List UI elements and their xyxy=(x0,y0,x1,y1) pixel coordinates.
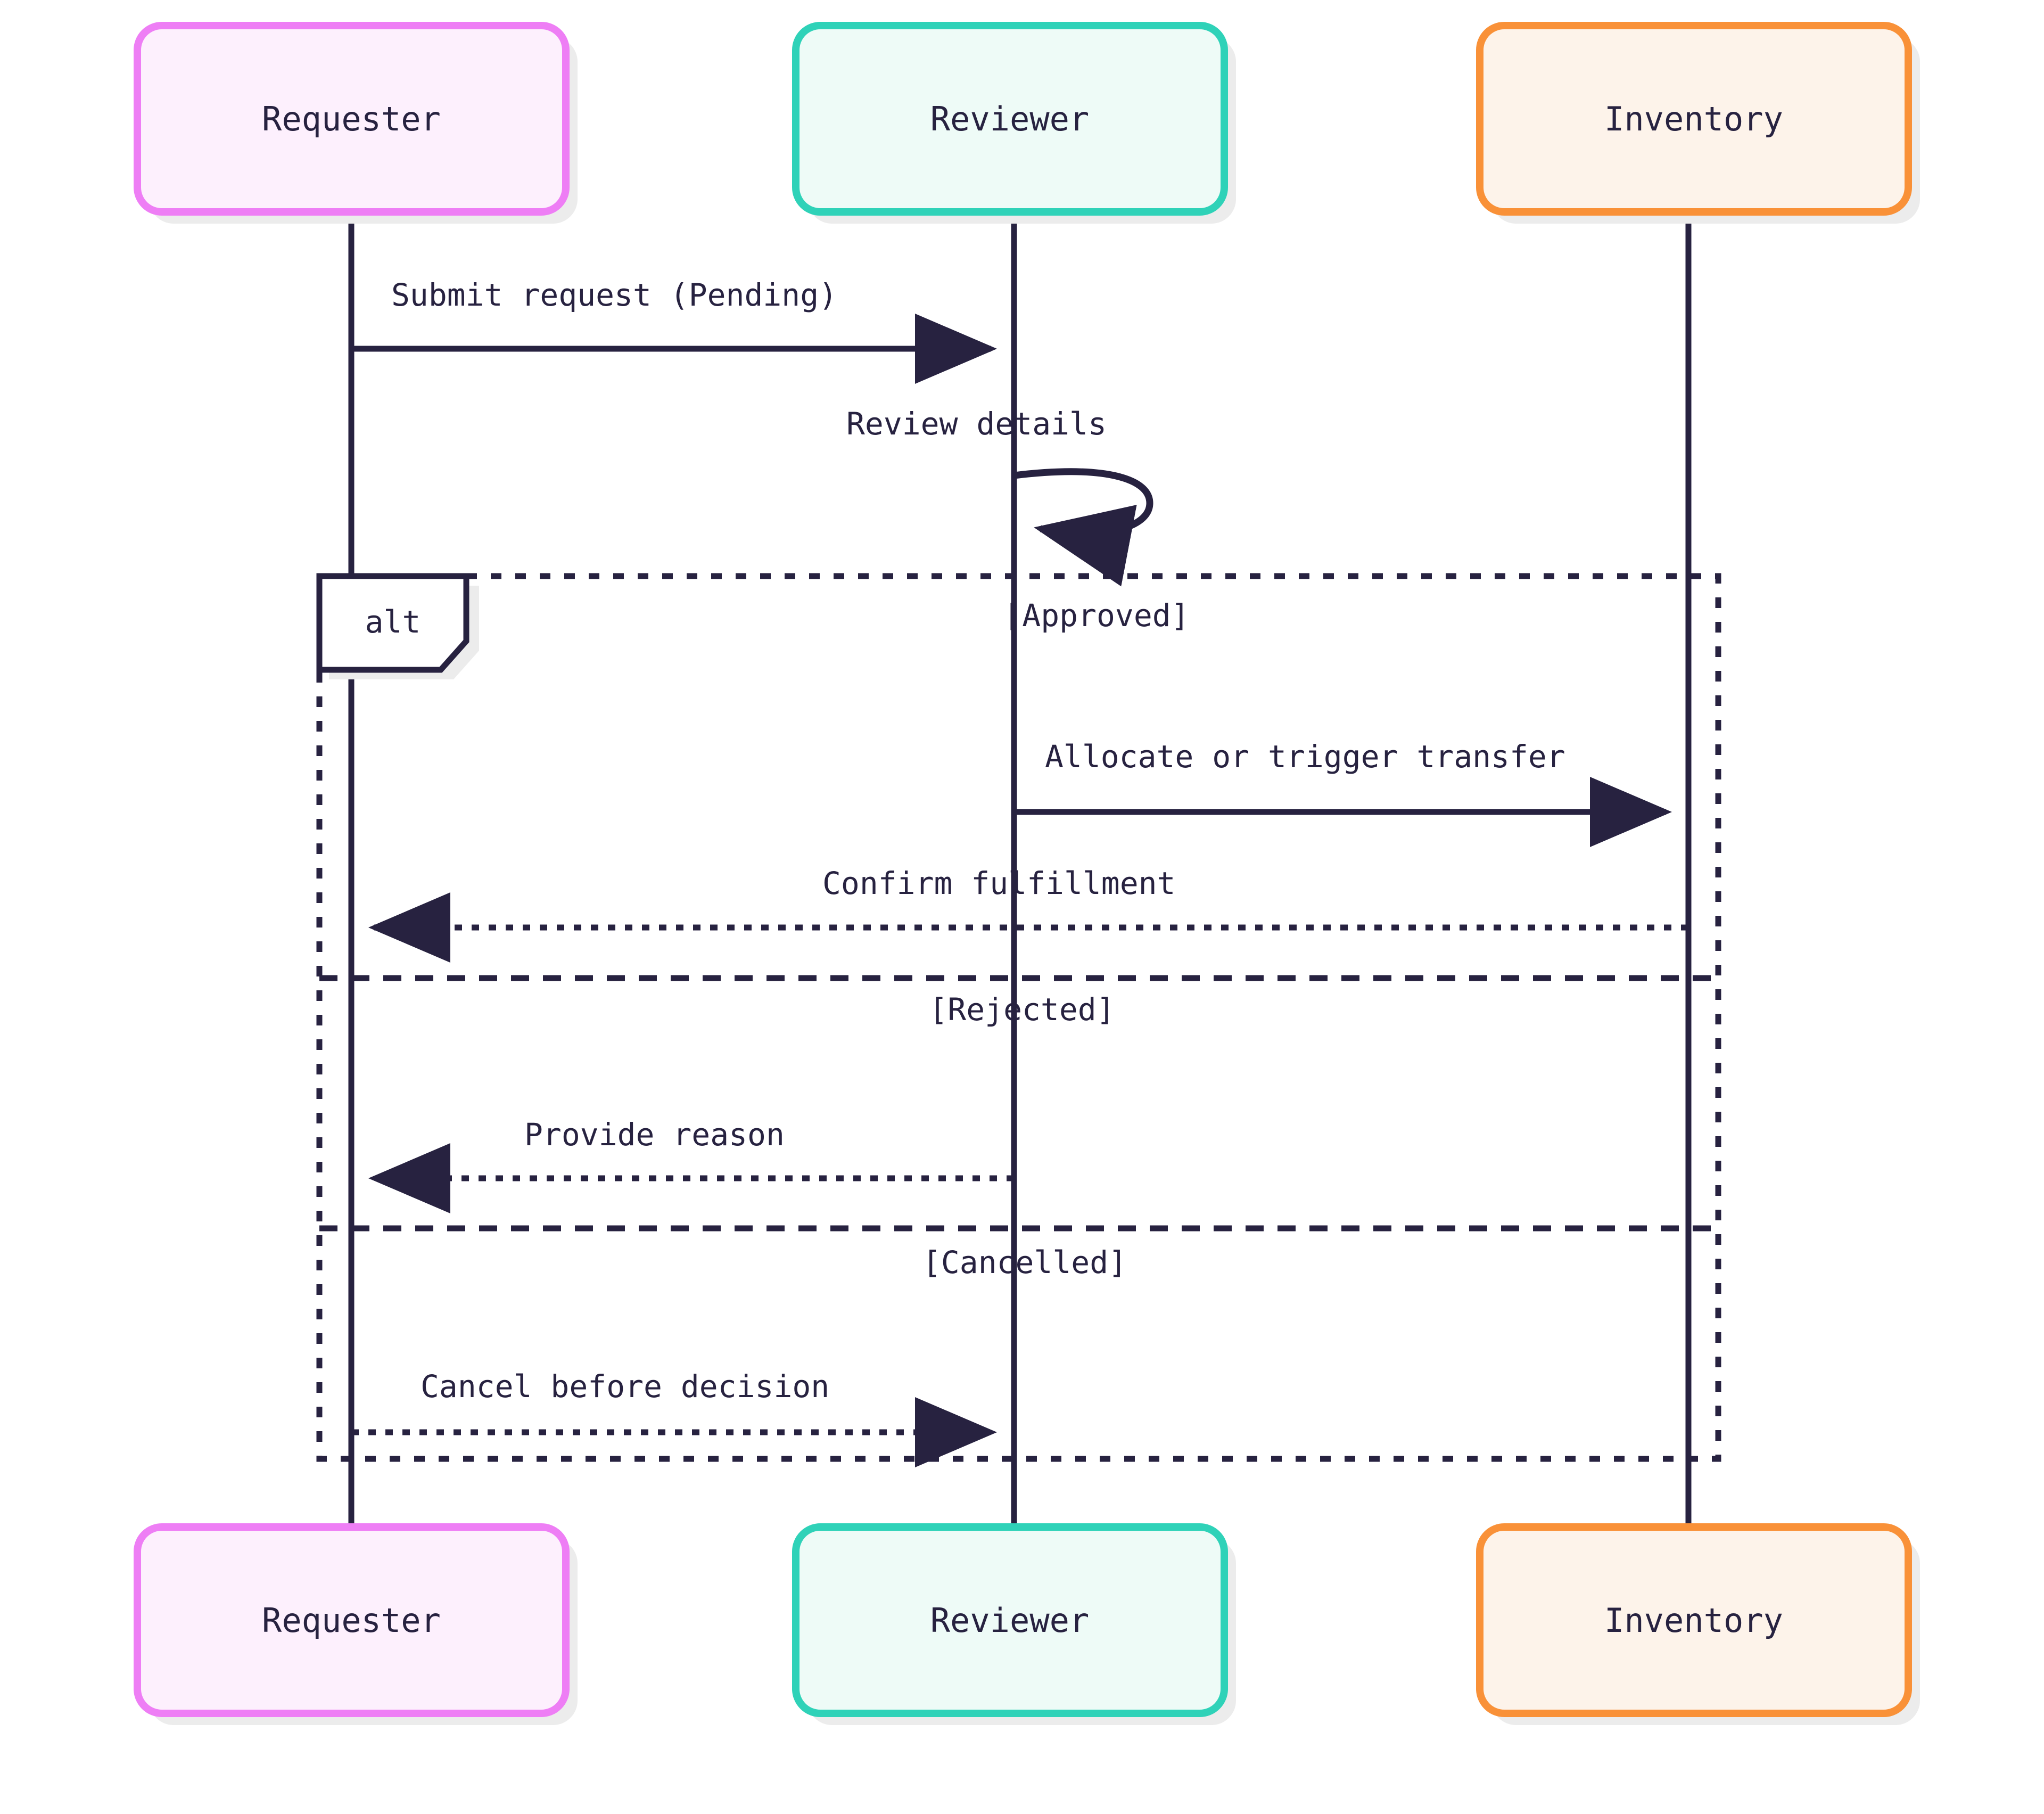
actor-box-inventory-bottom[interactable]: Inventory xyxy=(1476,1523,1920,1725)
messages: Submit request (Pending) Review details … xyxy=(351,277,1688,1467)
message-label: Submit request (Pending) xyxy=(391,277,837,313)
message-review-details: Review details xyxy=(846,406,1153,587)
message-provide-reason: Provide reason xyxy=(368,1117,1014,1213)
alt-condition-cancelled: [Cancelled] xyxy=(922,1244,1127,1281)
actor-box-requester-bottom[interactable]: Requester xyxy=(134,1523,578,1725)
actor-box-reviewer-bottom[interactable]: Reviewer xyxy=(792,1523,1236,1725)
alt-condition-approved: [Approved] xyxy=(1003,597,1189,634)
actor-box-rect xyxy=(1476,1523,1912,1717)
actor-label: Requester xyxy=(262,100,441,138)
actor-box-rect xyxy=(792,22,1228,216)
message-submit-request: Submit request (Pending) xyxy=(351,277,997,384)
actor-label: Reviewer xyxy=(930,1601,1090,1640)
message-allocate-transfer: Allocate or trigger transfer xyxy=(1014,738,1672,847)
alt-fragment: alt [Approved] [Rejected] [Cancelled] xyxy=(316,573,1721,1462)
alt-fragment-frame xyxy=(316,573,1721,1462)
message-label: Allocate or trigger transfer xyxy=(1045,738,1565,775)
actor-box-rect xyxy=(134,22,570,216)
actor-box-rect xyxy=(134,1523,570,1717)
lifelines xyxy=(348,212,1692,1529)
alt-condition-rejected: [Rejected] xyxy=(929,991,1115,1028)
actor-box-rect xyxy=(792,1523,1228,1717)
actor-label: Reviewer xyxy=(930,100,1090,138)
message-label: Confirm fulfillment xyxy=(822,865,1175,901)
message-label: Provide reason xyxy=(524,1117,785,1153)
actor-boxes-bottom: Requester Reviewer Inventory xyxy=(134,1523,1920,1725)
actor-label: Inventory xyxy=(1604,100,1783,138)
actor-boxes-top: Requester Reviewer Inventory xyxy=(134,22,1920,224)
alt-keyword-label: alt xyxy=(365,604,421,640)
message-self-loop-path xyxy=(1013,468,1153,587)
alt-keyword-box xyxy=(316,573,469,673)
actor-label: Requester xyxy=(262,1601,441,1640)
actor-box-requester-top[interactable]: Requester xyxy=(134,22,578,224)
message-confirm-fulfillment: Confirm fulfillment xyxy=(368,865,1688,963)
message-cancel-before-decision: Cancel before decision xyxy=(351,1368,997,1467)
message-label: Review details xyxy=(846,406,1107,442)
message-label: Cancel before decision xyxy=(421,1368,829,1405)
actor-box-inventory-top[interactable]: Inventory xyxy=(1476,22,1920,224)
actor-box-rect xyxy=(1476,22,1912,216)
actor-box-reviewer-top[interactable]: Reviewer xyxy=(792,22,1236,224)
actor-label: Inventory xyxy=(1604,1601,1783,1640)
